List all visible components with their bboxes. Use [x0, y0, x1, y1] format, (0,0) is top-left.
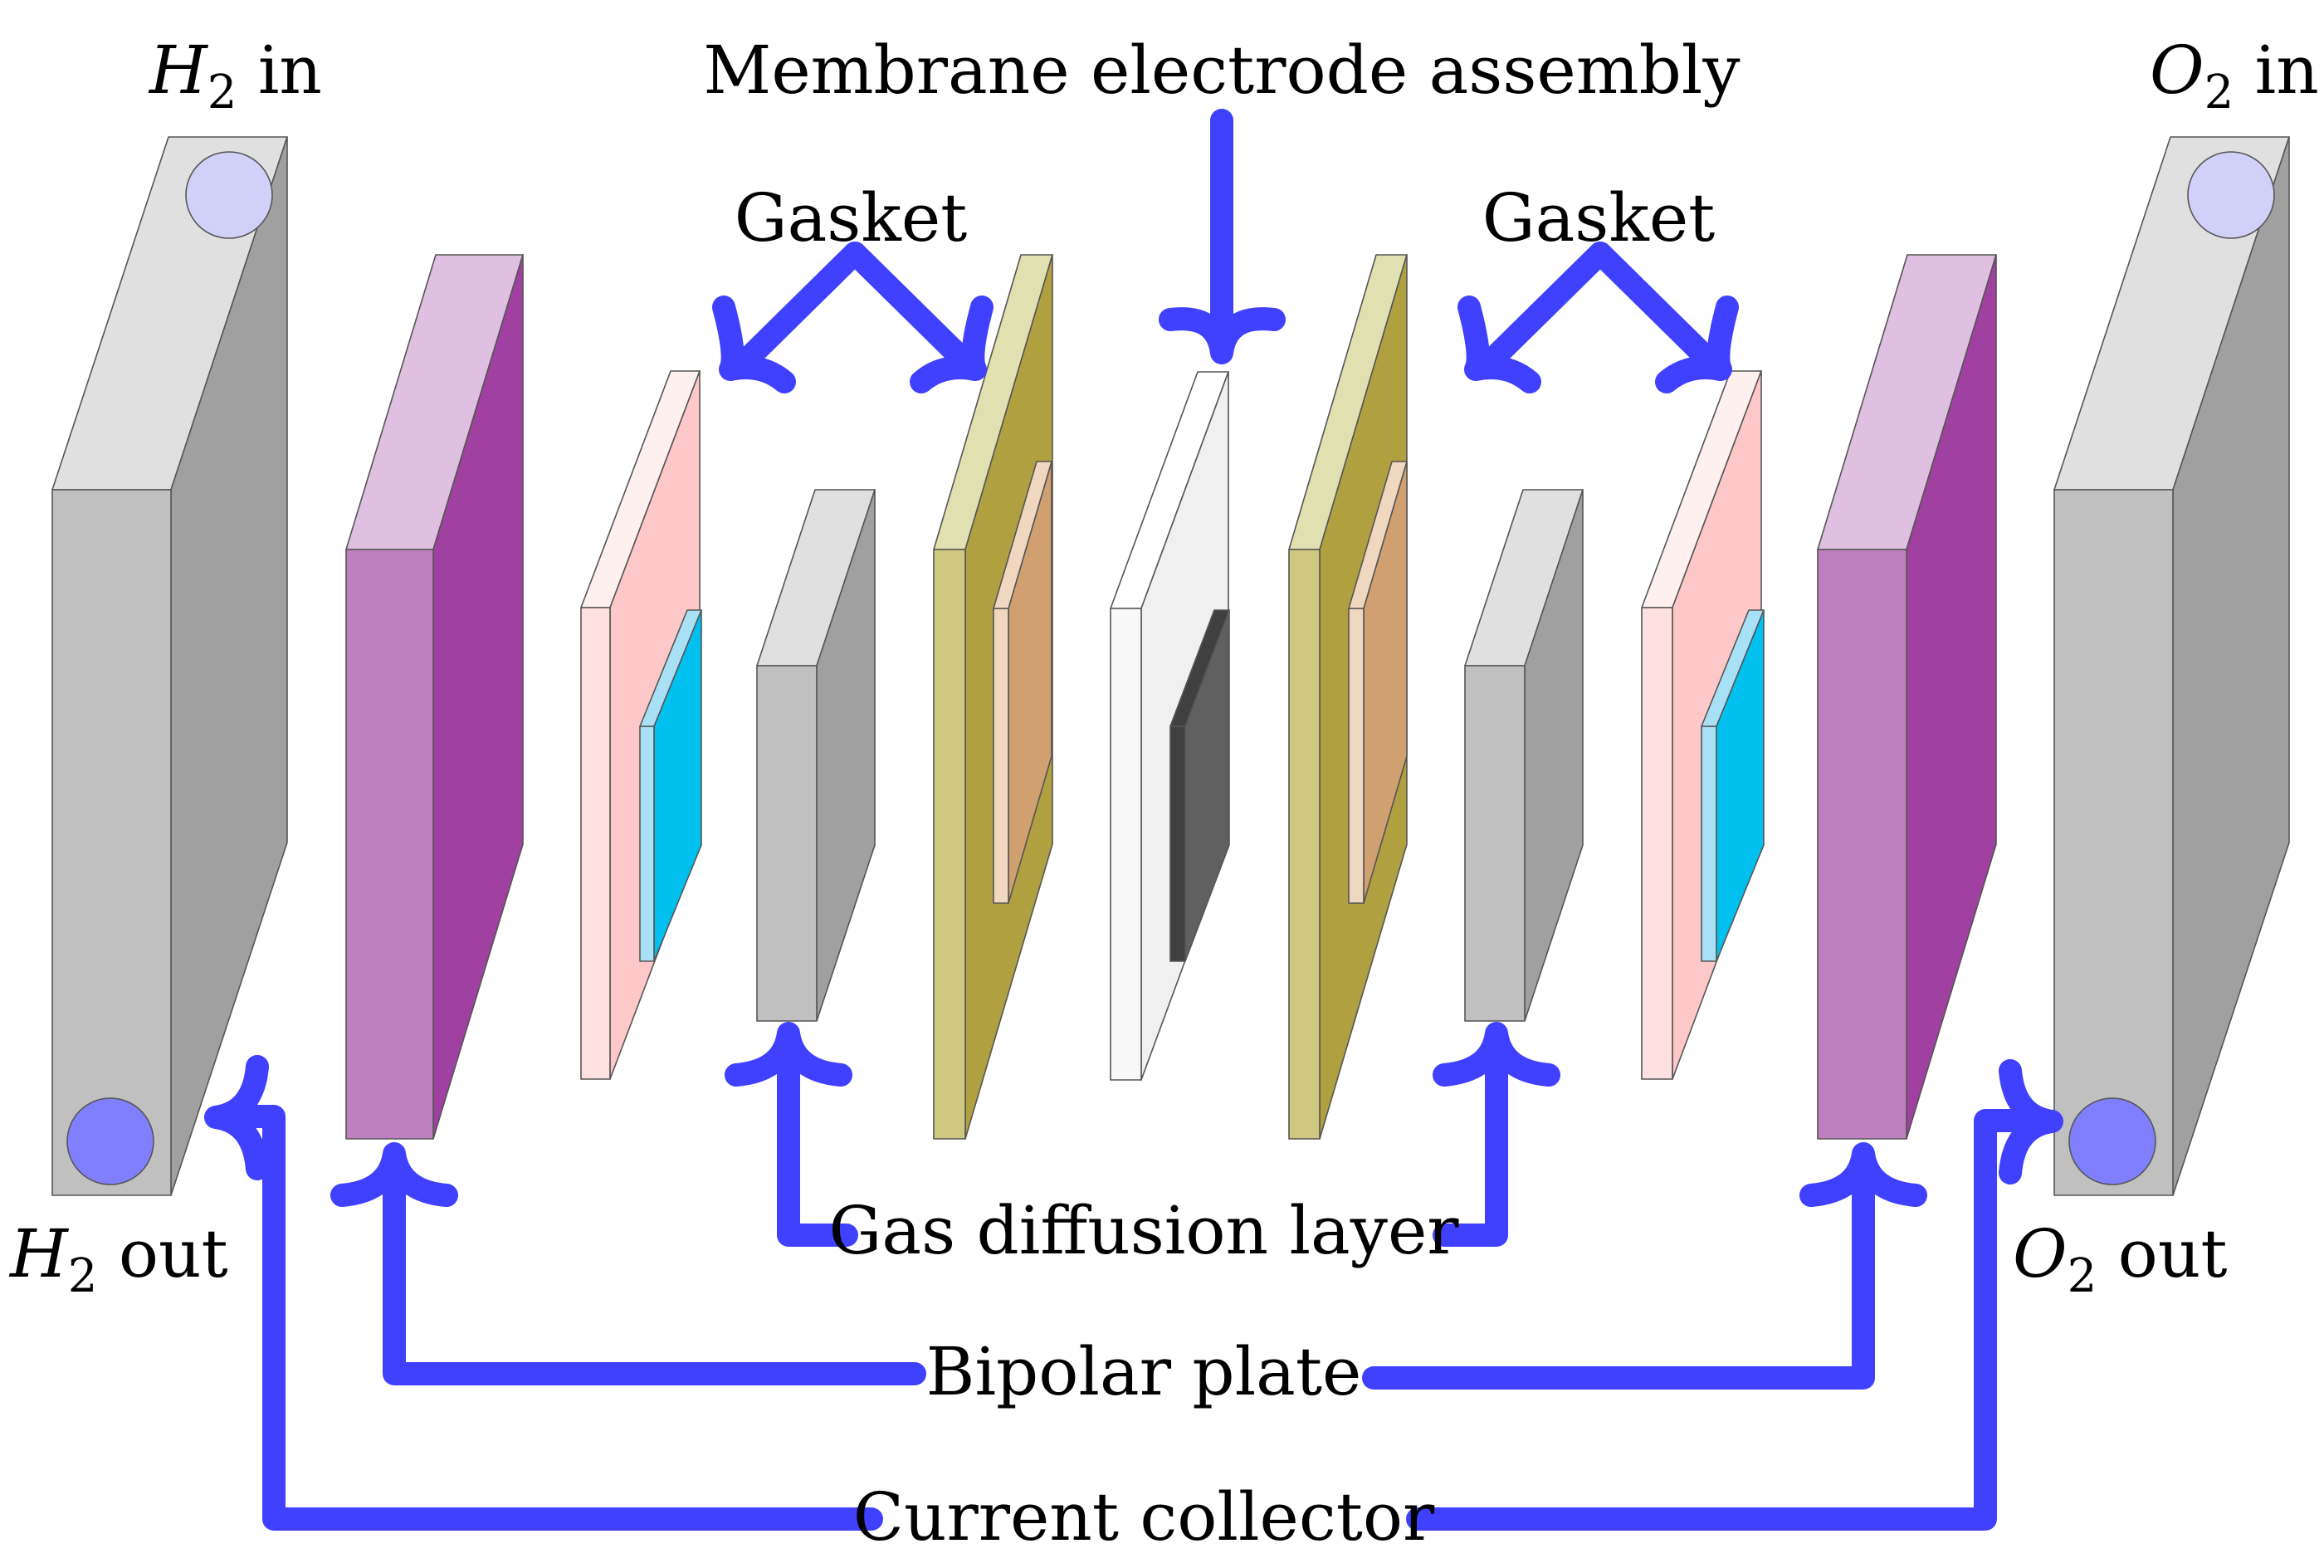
bipolar-plate-left: [345, 254, 524, 1140]
gasket-right-arrow: [1457, 242, 1739, 393]
bipolar-label: Bipolar plate: [926, 1333, 1362, 1410]
h2-outlet-port: [66, 1097, 154, 1185]
h2-out-label: H2 out: [8, 1215, 228, 1303]
catalyst-right-electrode-top: [1348, 461, 1408, 609]
bipolar-plate-left-front: [345, 549, 434, 1140]
gdl-label: Gas diffusion layer: [828, 1192, 1459, 1269]
o2-out-label: O2 out: [2013, 1215, 2228, 1303]
gasket-right: [1641, 370, 1765, 1080]
gas-diffusion-layer-right: [1464, 489, 1584, 1022]
collector-arrow: [204, 1055, 2063, 1531]
current-collector-right-front: [2053, 489, 2174, 1196]
gasket-left-label: Gasket: [735, 179, 968, 256]
annotation-arrows: [204, 109, 2063, 1531]
o2-inlet-port: [2187, 151, 2275, 239]
catalyst-right-electrode-front: [1348, 608, 1365, 904]
gas-diffusion-layer-left: [756, 489, 876, 1022]
gasket-left-window-front: [639, 725, 655, 962]
bipolar-plate-right: [1817, 254, 1997, 1140]
catalyst-left-electrode-front: [993, 608, 1009, 904]
current-collector-right: [2053, 136, 2290, 1196]
catalyst-layer-left: [933, 254, 1053, 1140]
mea-label: Membrane electrode assembly: [703, 32, 1740, 109]
bipolar-plate-right-front: [1817, 549, 1907, 1140]
current-collector-left-front: [51, 489, 172, 1196]
gas-diffusion-layer-right-front: [1464, 665, 1526, 1022]
gasket-right-window-top: [1701, 609, 1765, 727]
mea-arrow: [1159, 109, 1286, 364]
gasket-left-window-top: [639, 609, 702, 727]
gasket-right-front: [1641, 607, 1673, 1080]
gasket-left: [580, 370, 702, 1080]
labels: Membrane electrode assembly Gasket Gaske…: [8, 32, 2319, 1556]
catalyst-layer-right: [1288, 254, 1408, 1140]
cell-layers: [51, 136, 2290, 1196]
gasket-left-arrow: [712, 242, 994, 393]
gasket-right-label: Gasket: [1482, 179, 1716, 256]
o2-outlet-port: [2068, 1097, 2156, 1185]
o2-in-label: O2 in: [2150, 32, 2319, 120]
bipolar-arrow: [330, 1142, 1927, 1390]
h2-in-label: H2 in: [148, 32, 322, 120]
gdl-arrow: [725, 1022, 1560, 1247]
gasket-left-front: [580, 607, 611, 1080]
catalyst-left-electrode-top: [993, 461, 1052, 609]
membrane-front: [1110, 608, 1142, 1081]
catalyst-layer-left-front: [933, 549, 966, 1140]
catalyst-layer-right-front: [1288, 549, 1321, 1140]
membrane-active-area-top: [1169, 609, 1230, 727]
membrane: [1110, 371, 1230, 1081]
collector-label: Current collector: [853, 1478, 1435, 1556]
gas-diffusion-layer-left-front: [756, 665, 818, 1022]
membrane-active-area-front: [1169, 725, 1186, 962]
current-collector-left: [51, 136, 288, 1196]
h2-inlet-port: [185, 151, 273, 239]
gasket-right-window-front: [1701, 725, 1717, 962]
